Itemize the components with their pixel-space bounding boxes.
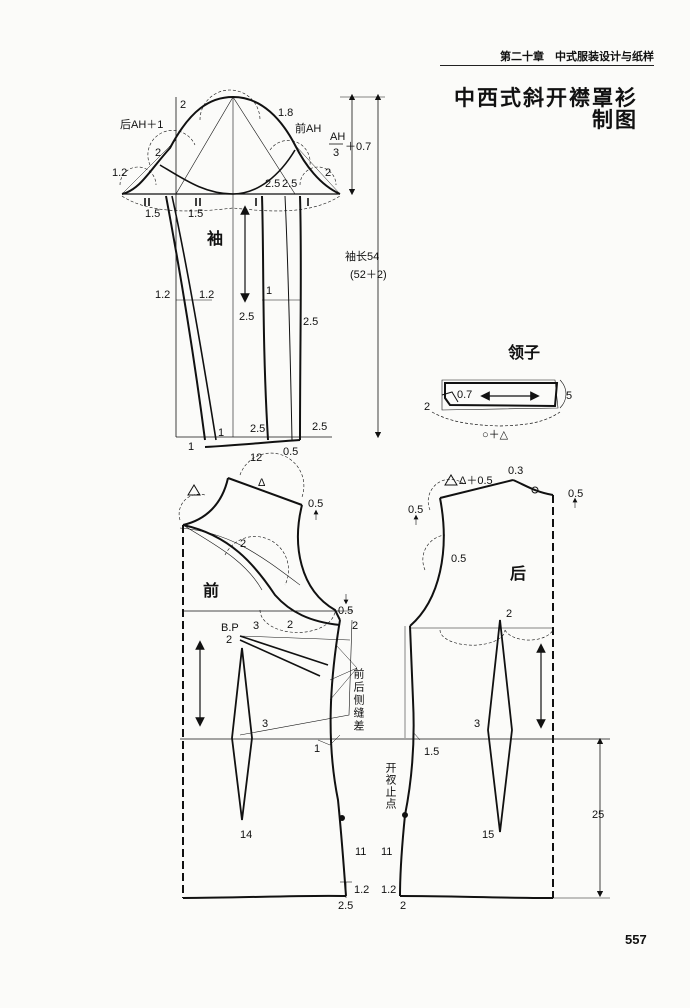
diagram-title: 中西式斜开襟罩衫 <box>454 87 638 110</box>
front-name: 前 <box>203 581 219 600</box>
back-m-3-dart: 3 <box>474 718 480 730</box>
front-m-2-neck: 2 <box>240 538 246 550</box>
sleeve-m-12-bot: 12 <box>250 452 262 464</box>
sleeve-m-15b: 1.5 <box>188 208 203 220</box>
small-arrows <box>313 497 578 605</box>
back-m-05-arm: 0.5 <box>451 553 466 565</box>
sleeve-m-25-bot-l: 2.5 <box>250 423 265 435</box>
sleeve-m-25-mid-l: 2.5 <box>239 311 254 323</box>
front-bodice-draft <box>178 452 610 899</box>
front-m-05-arm: 0.5 <box>338 605 353 617</box>
back-m-03: 0.3 <box>508 465 523 477</box>
back-m-2-hem: 2 <box>400 900 406 912</box>
back-m-12: 1.2 <box>381 884 396 896</box>
sleeve-back-ah: 后AH＋1 <box>120 118 163 131</box>
page-number: 557 <box>625 932 647 947</box>
front-triangle-icon <box>187 484 201 496</box>
sleeve-m-18: 1.8 <box>278 107 293 119</box>
sleeve-m-15a: 1.5 <box>145 208 160 220</box>
sleeve-name: 袖 <box>207 229 223 248</box>
sleeve-m-2-top: 2 <box>180 99 186 111</box>
sleeve-formula-add: ＋0.7 <box>345 141 371 153</box>
front-m-3-dart: 3 <box>262 718 268 730</box>
back-m-25: 25 <box>592 809 604 821</box>
back-triangle-icon <box>444 474 458 486</box>
front-m-14: 14 <box>240 829 252 841</box>
front-m-3-bp: 3 <box>253 620 259 632</box>
front-m-05-shoulder: 0.5 <box>308 498 323 510</box>
front-m-11: 11 <box>355 846 366 858</box>
back-m-2-dart: 2 <box>506 608 512 620</box>
collar-m-2: 2 <box>424 401 430 413</box>
diagram-subtitle: 制图 <box>592 109 638 132</box>
chapter-header: 第二十章 中式服装设计与纸样 <box>440 47 654 66</box>
collar-draft <box>431 379 567 427</box>
back-bodice-draft <box>399 479 610 899</box>
sleeve-m-2-right: 2 <box>325 167 331 179</box>
sleeve-m-12-left: 1.2 <box>112 167 127 179</box>
collar-m-5: 5 <box>566 390 572 402</box>
back-m-11: 11 <box>381 846 392 858</box>
sleeve-m-1-mid: 1 <box>266 285 272 297</box>
sleeve-m-12a: 1.2 <box>155 289 170 301</box>
back-m-05-r: 0.5 <box>568 488 583 500</box>
collar-name: 领子 <box>508 343 540 362</box>
back-slit: 开衩止点 <box>384 762 397 810</box>
front-m-2-side-a: 2 <box>287 619 293 631</box>
sleeve-m-25b: 2.5 <box>282 178 297 190</box>
sleeve-m-05-bot: 0.5 <box>283 446 298 458</box>
back-name: 后 <box>510 565 526 583</box>
chapter-title: 第二十章 中式服装设计与纸样 <box>500 51 654 63</box>
sleeve-length-label: 袖长54 <box>345 249 379 263</box>
front-m-12: 1.2 <box>354 884 369 896</box>
back-m-15: 1.5 <box>424 746 439 758</box>
sleeve-m-25-bot-r: 2.5 <box>312 421 327 433</box>
sleeve-formula-den: 3 <box>333 147 339 159</box>
front-m-2-bp: 2 <box>226 634 232 646</box>
sleeve-m-25a: 2.5 <box>265 178 280 190</box>
sleeve-length-sub: (52＋2) <box>350 269 387 281</box>
sleeve-m-25-mid-r: 2.5 <box>303 316 318 328</box>
back-m-15-dart: 15 <box>482 829 494 841</box>
front-m-1: 1 <box>314 743 320 755</box>
sleeve-m-12b: 1.2 <box>199 289 214 301</box>
front-m-25: 2.5 <box>338 900 353 912</box>
sleeve-m-2-left: 2 <box>155 147 161 159</box>
sleeve-formula-num: AH <box>330 131 345 143</box>
front-m-2-side-b: 2 <box>352 620 358 632</box>
sleeve-front-ah: 前AH <box>295 121 321 135</box>
front-neck-mark: Δ <box>258 477 266 489</box>
sleeve-m-1-bot-r: 1 <box>218 427 224 439</box>
back-m-05-l: 0.5 <box>408 504 423 516</box>
front-side-diff: 前后侧缝差 <box>352 667 365 733</box>
back-neck: Δ＋0.5 <box>459 475 493 487</box>
front-bp: B.P <box>221 622 239 634</box>
collar-formula: ○＋△ <box>482 429 509 441</box>
sleeve-m-1-bot-l: 1 <box>188 441 194 453</box>
collar-m-07: 0.7 <box>457 389 472 401</box>
sleeve-draft <box>119 89 385 448</box>
